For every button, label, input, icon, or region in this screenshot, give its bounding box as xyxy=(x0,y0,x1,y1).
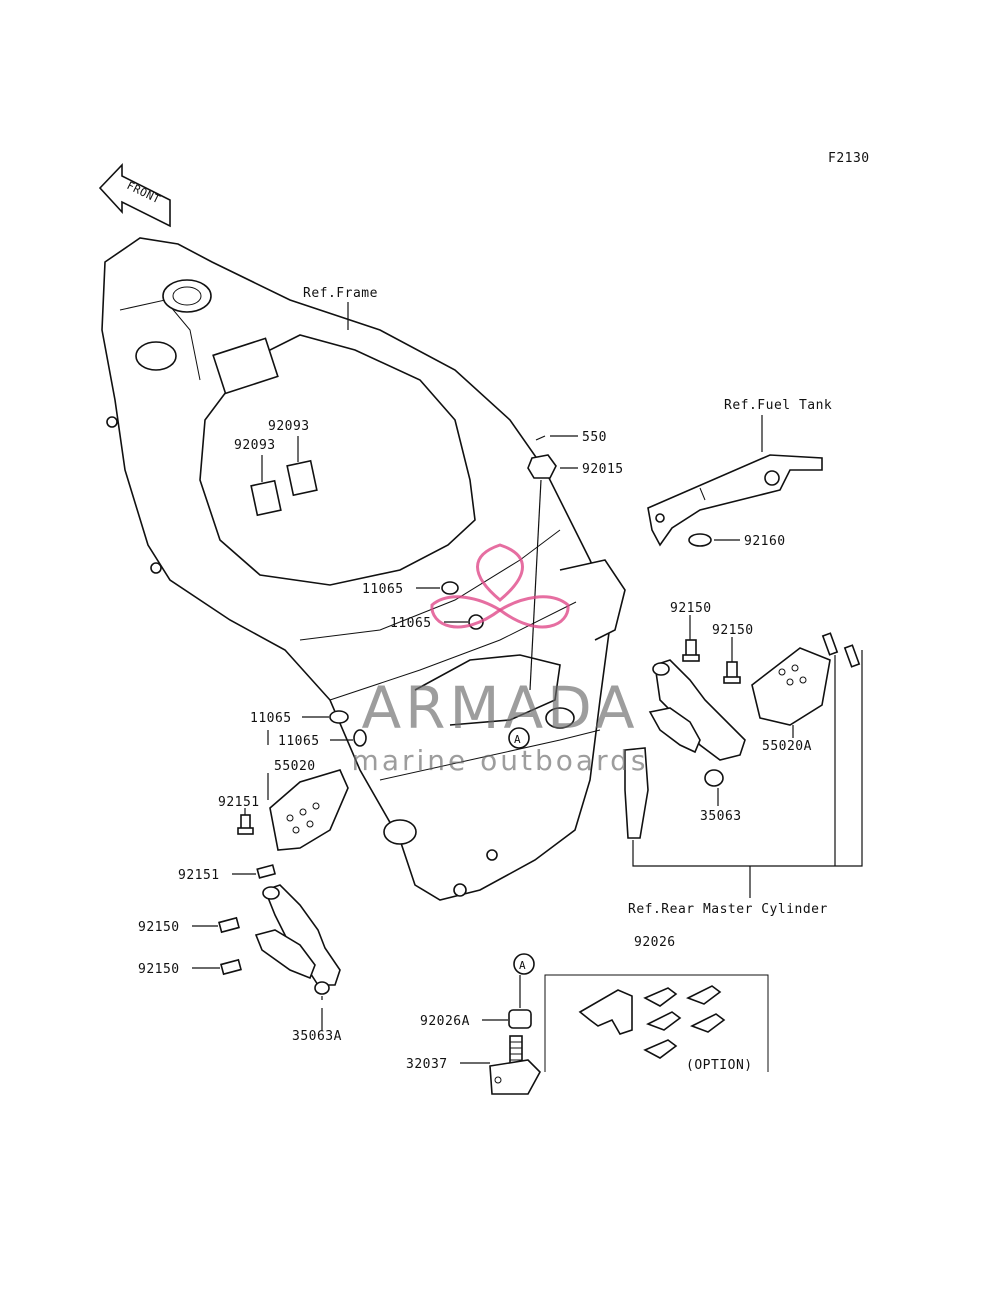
callout-92150-d: 92150 xyxy=(138,962,180,977)
marker-a-collar-label: A xyxy=(519,959,526,972)
bolt-right-guard xyxy=(821,632,861,668)
nut-92015 xyxy=(527,454,557,479)
front-arrow-icon: FRONT xyxy=(98,163,171,228)
callout-55020A: 55020A xyxy=(762,739,812,754)
grommet-11065-c xyxy=(329,710,349,724)
diagram-code: F2130 xyxy=(828,151,870,166)
ref-fuel-tank-label: Ref.Fuel Tank xyxy=(724,398,832,413)
callout-11065-c: 11065 xyxy=(250,711,292,726)
grommet-11065-d xyxy=(353,729,367,747)
callout-92015: 92015 xyxy=(582,462,624,477)
option-label: (OPTION) xyxy=(686,1058,753,1073)
frame-drawing xyxy=(101,237,626,901)
adjuster-32037 xyxy=(489,1035,541,1095)
sticker-92093-a xyxy=(250,479,282,517)
ref-rear-master-cylinder-label: Ref.Rear Master Cylinder xyxy=(628,902,828,917)
callout-92093-b: 92093 xyxy=(268,419,310,434)
callout-92150-b: 92150 xyxy=(712,623,754,638)
watermark-subtitle: marine outboards xyxy=(352,744,649,777)
callout-92151-a: 92151 xyxy=(218,795,260,810)
right-footpeg-bracket xyxy=(624,659,746,839)
heel-guard-55020 xyxy=(269,769,349,851)
fuel-tank-bracket xyxy=(647,454,823,547)
watermark-logo-icon xyxy=(430,543,570,629)
callout-92160: 92160 xyxy=(744,534,786,549)
bolt-92151-b xyxy=(256,864,277,879)
grommet-11065-a xyxy=(441,581,459,595)
callout-11065-b: 11065 xyxy=(390,616,432,631)
callout-55020: 55020 xyxy=(274,759,316,774)
left-footpeg-bracket xyxy=(254,884,341,995)
callout-32037: 32037 xyxy=(406,1057,448,1072)
watermark-title: ARMADA xyxy=(361,674,638,742)
sticker-92093-b xyxy=(286,459,318,497)
callout-92093-a: 92093 xyxy=(234,438,276,453)
callout-92150-c: 92150 xyxy=(138,920,180,935)
callout-92150-a: 92150 xyxy=(670,601,712,616)
callout-92151-b: 92151 xyxy=(178,868,220,883)
bolt-92150-a xyxy=(682,639,700,662)
bolt-92150-b xyxy=(723,661,741,684)
marker-a-frame xyxy=(508,727,530,749)
callout-35063A: 35063A xyxy=(292,1029,342,1044)
ref-frame-label: Ref.Frame xyxy=(303,286,378,301)
callout-92026A: 92026A xyxy=(420,1014,470,1029)
bolt-92151-a xyxy=(237,814,254,835)
callout-11065-a: 11065 xyxy=(362,582,404,597)
watermark: ARMADA marine outboards xyxy=(352,543,649,777)
marker-a-frame-label: A xyxy=(514,733,521,746)
callout-92026: 92026 xyxy=(634,935,676,950)
callout-11065-d: 11065 xyxy=(278,734,320,749)
heel-guard-55020A xyxy=(751,647,831,726)
bolt-92150-d xyxy=(220,958,242,976)
callout-35063: 35063 xyxy=(700,809,742,824)
marker-a-collar xyxy=(513,953,535,975)
collar-92026A xyxy=(508,1009,532,1029)
callout-550: 550 xyxy=(582,430,607,445)
shim-set xyxy=(578,985,726,1059)
bolt-92150-c xyxy=(218,916,240,934)
